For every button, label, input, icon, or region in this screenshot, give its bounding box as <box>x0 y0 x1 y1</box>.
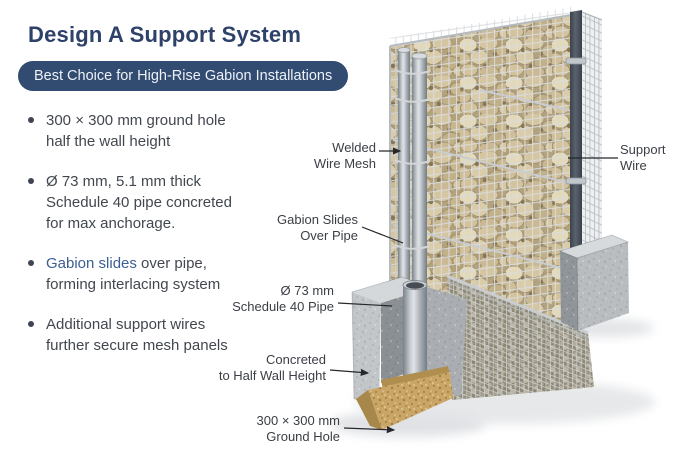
label-concreted-half-wall: Concreted to Half Wall Height <box>218 352 326 383</box>
schedule-40-pipe <box>402 280 428 385</box>
page-title: Design A Support System <box>28 22 302 47</box>
bullet-icon <box>28 260 34 266</box>
right-concrete-block <box>558 234 630 332</box>
bullet-text: Ø 73 mm, 5.1 mm thick Schedule 40 pipe c… <box>46 173 232 232</box>
list-item: Additional support wires further secure … <box>28 314 278 356</box>
foundation-cutaway <box>351 276 467 430</box>
bullet-highlight: Gabion slides <box>46 255 137 272</box>
gabion-wall-face <box>389 6 587 345</box>
bullet-rest: over pipe, forming interlacing system <box>46 255 221 293</box>
leader-lines <box>329 147 618 434</box>
list-item: Ø 73 mm, 5.1 mm thick Schedule 40 pipe c… <box>28 171 278 234</box>
wire-loops <box>394 69 431 250</box>
bullet-icon <box>28 178 34 184</box>
label-welded-wire-mesh: Welded Wire Mesh <box>313 140 376 171</box>
ground-hole-sand <box>356 366 453 430</box>
bullet-icon <box>28 117 34 123</box>
bullet-text: 300 × 300 mm ground hole half the wall h… <box>46 112 226 150</box>
support-wire-mesh-panel <box>581 11 603 259</box>
subtitle-badge: Best Choice for High-Rise Gabion Install… <box>18 61 349 91</box>
label-gabion-slides-over-pipe: Gabion Slides Over Pipe <box>277 212 358 243</box>
bullet-text: Additional support wires further secure … <box>46 316 228 354</box>
label-ground-hole: 300 × 300 mm Ground Hole <box>256 413 340 444</box>
bullet-icon <box>28 321 34 327</box>
bullet-text: Gabion slides over pipe, forming interla… <box>46 253 251 295</box>
list-item: 300 × 300 mm ground hole half the wall h… <box>28 110 278 152</box>
lower-gabion-section <box>446 274 594 400</box>
label-schedule-40-pipe: Ø 73 mm Schedule 40 Pipe <box>232 283 334 314</box>
bullet-list: 300 × 300 mm ground hole half the wall h… <box>28 110 278 375</box>
list-item: Gabion slides over pipe, forming interla… <box>28 253 278 295</box>
label-support-wire: Support Wire <box>620 142 666 173</box>
anchor-pipes <box>394 47 431 290</box>
